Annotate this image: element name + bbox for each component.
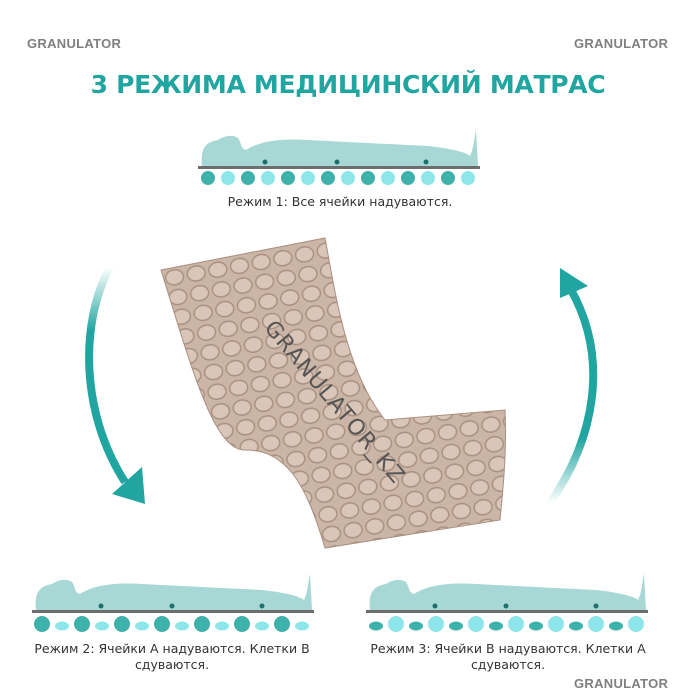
cells-row bbox=[201, 171, 475, 185]
watermark-bottom-right: GRANULATOR bbox=[574, 676, 669, 691]
watermark-top-right: GRANULATOR bbox=[574, 36, 669, 51]
arrow-down-left-icon bbox=[85, 265, 145, 504]
mode-1-caption: Режим 1: Все ячейки надуваются. bbox=[227, 194, 453, 209]
mattress-image bbox=[160, 237, 507, 549]
arrow-up-right-icon bbox=[546, 268, 598, 506]
mode-3-diagram bbox=[366, 574, 648, 632]
mode-2-caption: Режим 2: Ячейки А надуваются. Клетки В с… bbox=[34, 641, 310, 672]
mode-1-diagram bbox=[198, 130, 480, 185]
mode-2-diagram bbox=[32, 574, 314, 632]
body-silhouette bbox=[201, 130, 478, 166]
watermark-top-left: GRANULATOR bbox=[27, 36, 122, 51]
mode-3-caption: Режим 3: Ячейки В надуваются. Клетки А с… bbox=[370, 641, 646, 672]
page-title: 3 РЕЖИМА МЕДИЦИНСКИЙ МАТРАС bbox=[90, 70, 606, 99]
body-silhouette bbox=[35, 574, 312, 610]
body-silhouette bbox=[369, 574, 646, 610]
